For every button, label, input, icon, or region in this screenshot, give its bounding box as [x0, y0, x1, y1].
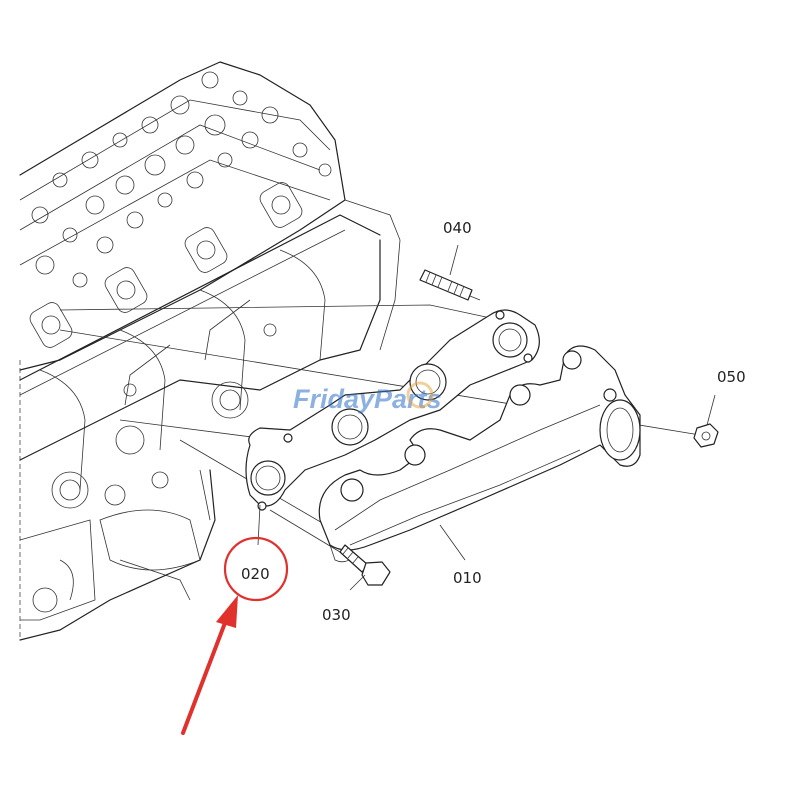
- callout-050: 050: [717, 368, 746, 386]
- highlight-arrow-shaft: [181, 613, 230, 735]
- flange-bolt: [339, 544, 391, 591]
- callout-040: 040: [443, 219, 472, 237]
- highlight-circle: [223, 536, 289, 602]
- watermark-gear-icon: [406, 381, 434, 409]
- stud-bolt: [419, 244, 473, 301]
- callout-030: 030: [322, 606, 351, 624]
- hex-nut: [693, 394, 719, 448]
- engine-block: [19, 61, 401, 641]
- callout-010: 010: [453, 569, 482, 587]
- highlight-020: [181, 536, 289, 735]
- arrow-head-icon: [216, 595, 238, 628]
- watermark-logo: FridayParts: [293, 381, 442, 414]
- watermark-text: FridayParts: [293, 384, 442, 414]
- leader-010: [439, 524, 466, 561]
- exhaust-manifold: [318, 345, 641, 563]
- callout-020: 020: [241, 565, 270, 583]
- exhaust-gasket: [245, 309, 540, 511]
